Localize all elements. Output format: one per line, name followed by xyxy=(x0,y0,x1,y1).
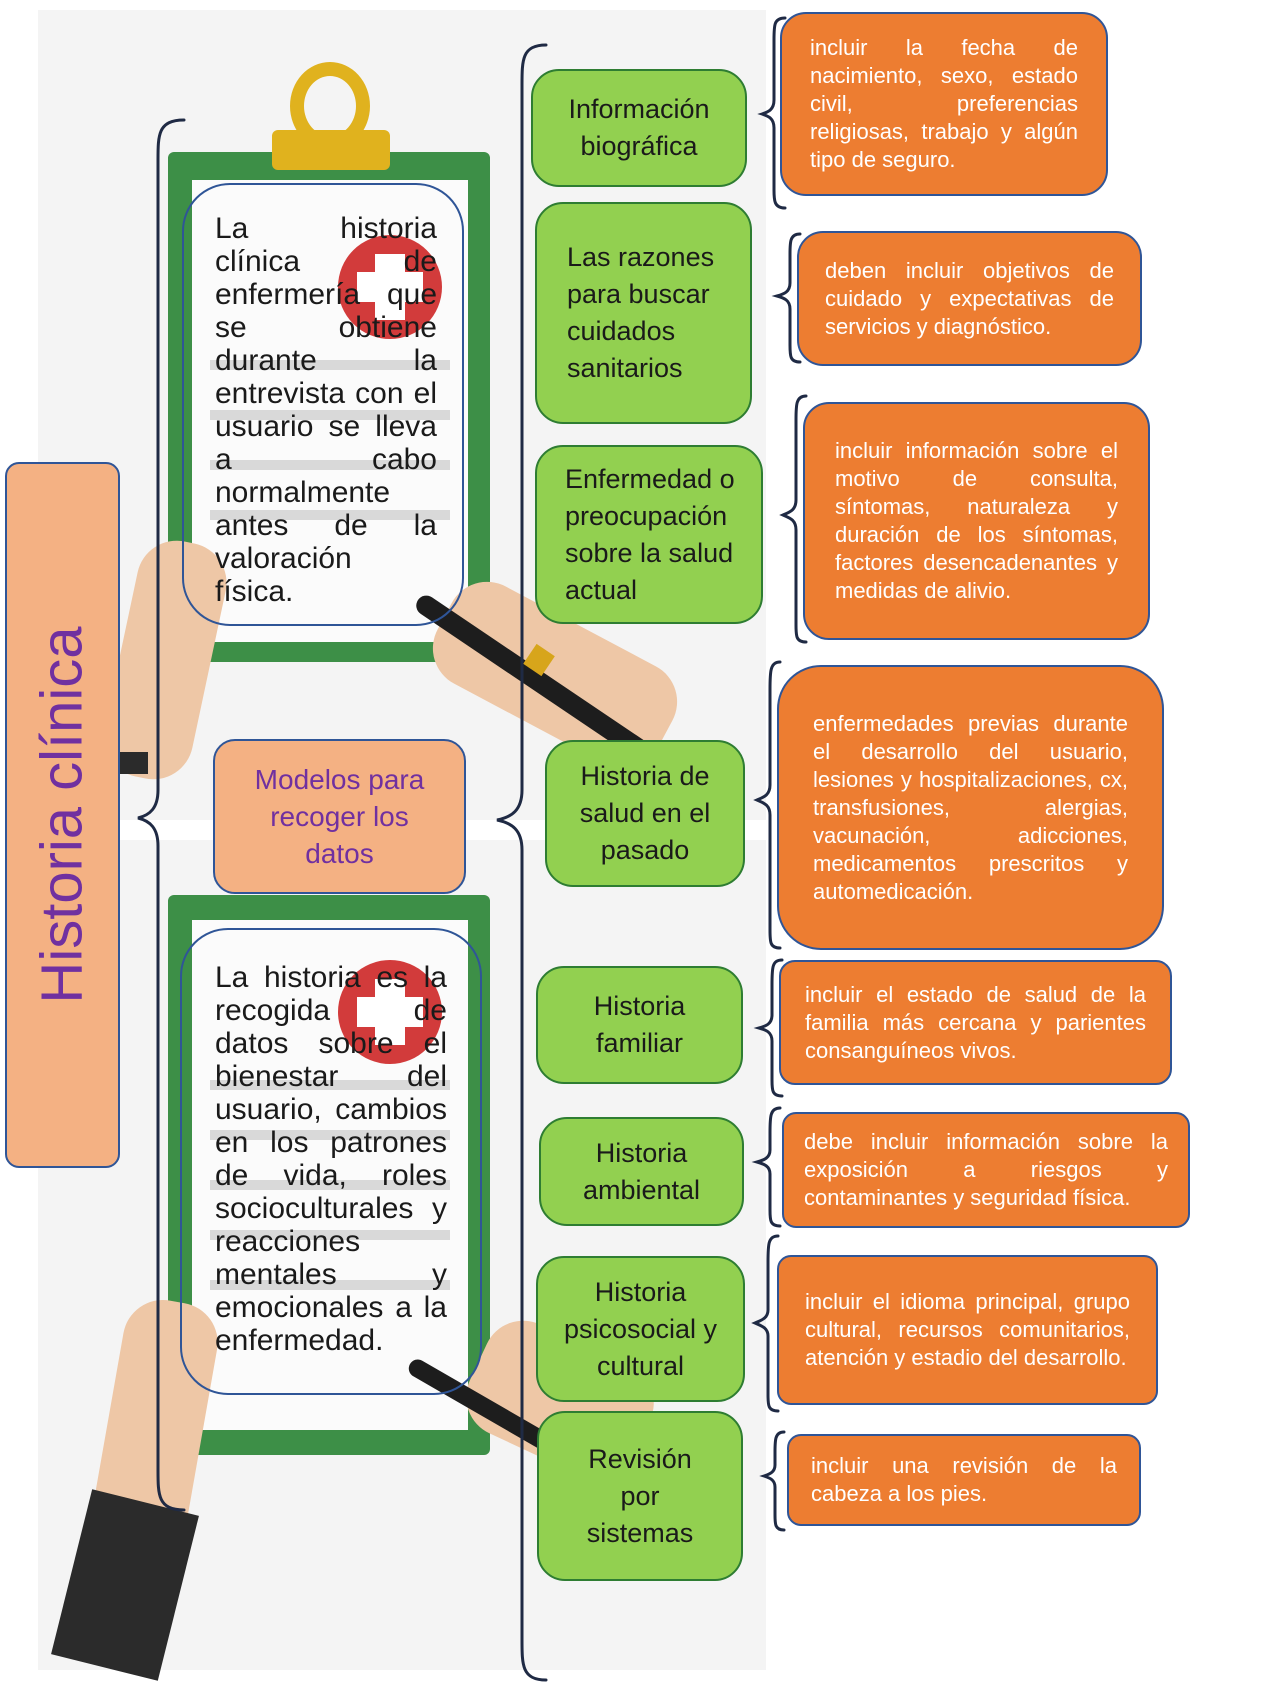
detail-text: incluir una revisión de la cabeza a los … xyxy=(811,1453,1117,1506)
category-box-familiar: Historia familiar xyxy=(536,966,743,1084)
detail-box-revision: incluir una revisión de la cabeza a los … xyxy=(787,1434,1141,1526)
paper-line xyxy=(210,1280,450,1290)
clipboard-top-text: La historia clínica de enfermería que se… xyxy=(215,212,437,608)
brace-detail xyxy=(757,16,787,210)
category-box-salud-pasado: Historia de salud en el pasado xyxy=(545,740,745,887)
clipboard-bottom-text: La historia es la recogida de datos sobr… xyxy=(215,961,447,1357)
paper-line xyxy=(210,1230,450,1240)
models-box: Modelos para recoger los datos xyxy=(213,739,466,894)
paper-line xyxy=(210,460,450,470)
brace-models xyxy=(496,43,548,1682)
detail-text: deben incluir objetivos de cuidado y exp… xyxy=(825,257,1114,339)
category-box-razones: Las razones para buscar cuidados sanitar… xyxy=(535,202,752,424)
category-box-ambiental: Historia ambiental xyxy=(539,1117,744,1226)
detail-box-biografica: incluir la fecha de nacimiento, sexo, es… xyxy=(780,12,1108,196)
clipboard-text-frame xyxy=(182,183,464,626)
detail-text: incluir el estado de salud de la familia… xyxy=(805,981,1146,1063)
paper-line xyxy=(210,1080,450,1090)
brace-detail xyxy=(751,1106,782,1228)
detail-text: incluir el idioma principal, grupo cultu… xyxy=(805,1289,1130,1370)
title-box xyxy=(5,462,120,1168)
medical-cross-icon xyxy=(338,960,442,1064)
category-box-psicosocial: Historia psicosocial y cultural xyxy=(536,1256,745,1402)
brace-detail xyxy=(771,232,802,364)
category-box-revision: Revisión por sistemas xyxy=(537,1411,743,1581)
brace-detail xyxy=(779,394,808,644)
brace-detail xyxy=(753,660,782,950)
brace-detail xyxy=(759,1430,786,1532)
brace-detail xyxy=(751,1234,780,1413)
clipboard-text-frame xyxy=(180,928,482,1395)
detail-text: incluir la fecha de nacimiento, sexo, es… xyxy=(810,35,1078,172)
paper-line xyxy=(210,410,450,420)
detail-box-psicosocial: incluir el idioma principal, grupo cultu… xyxy=(777,1255,1158,1405)
medical-cross-icon xyxy=(338,235,442,339)
category-box-biografica: Información biográfica xyxy=(531,69,747,187)
detail-box-familiar: incluir el estado de salud de la familia… xyxy=(779,960,1172,1085)
sleeve-image xyxy=(120,752,148,774)
paper-line xyxy=(210,360,450,370)
detail-text: incluir información sobre el motivo de c… xyxy=(835,438,1118,603)
detail-box-enfermedad-actual: incluir información sobre el motivo de c… xyxy=(803,402,1150,640)
paper-line xyxy=(210,1130,450,1140)
detail-text: debe incluir información sobre la exposi… xyxy=(804,1129,1168,1210)
brace-detail xyxy=(753,958,784,1098)
paper-line xyxy=(210,1180,450,1190)
category-box-enfermedad-actual: Enfermedad o preocupación sobre la salud… xyxy=(535,445,763,624)
diagram-title: Historia clínica xyxy=(29,626,95,1004)
detail-box-salud-pasado: enfermedades previas durante el desarrol… xyxy=(777,665,1164,950)
detail-text: enfermedades previas durante el desarrol… xyxy=(813,710,1128,904)
detail-box-razones: deben incluir objetivos de cuidado y exp… xyxy=(797,231,1142,366)
brace-main xyxy=(137,118,186,1512)
paper-line xyxy=(210,510,450,520)
detail-box-ambiental: debe incluir información sobre la exposi… xyxy=(782,1112,1190,1228)
